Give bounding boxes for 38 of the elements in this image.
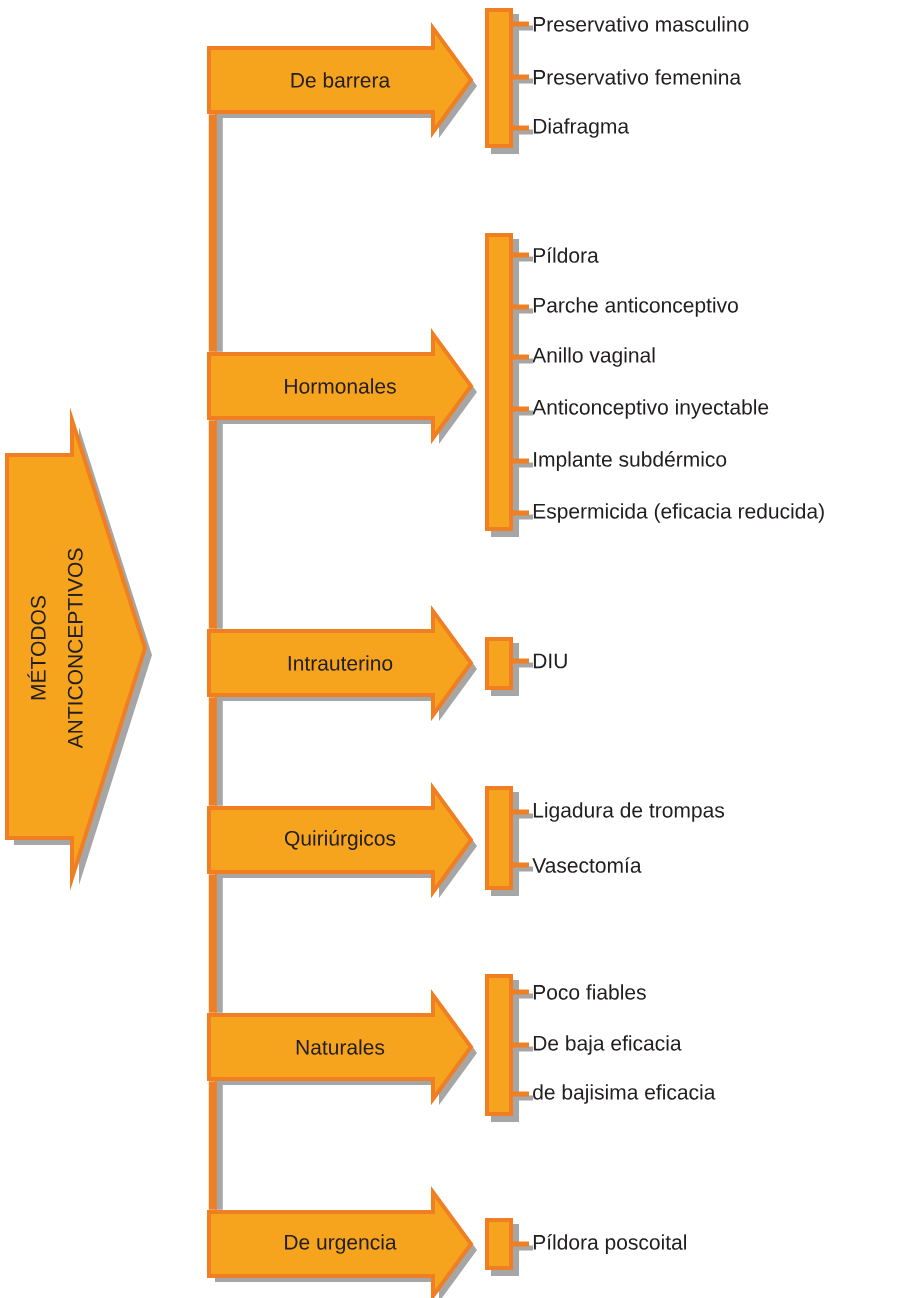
item-text: Vasectomía — [532, 857, 642, 873]
tick-line — [513, 74, 533, 84]
bracket-bar — [485, 637, 519, 696]
item-text: Poco fiables — [533, 984, 646, 1000]
tick-line — [513, 1042, 533, 1052]
item-text: DIU — [533, 653, 567, 669]
item-text: de bajisima eficacia — [533, 1084, 716, 1104]
tick-line — [513, 354, 533, 364]
bracket-bar — [485, 1218, 519, 1276]
tick-line — [513, 809, 533, 819]
item-text: De baja eficacia — [533, 1035, 682, 1055]
bracket-bar — [485, 974, 519, 1122]
tick-line — [513, 125, 533, 135]
item-text: Anillo vaginal — [532, 347, 655, 367]
item-text: Parche anticonceptivo — [533, 297, 738, 317]
tick-line — [513, 1241, 533, 1251]
bracket-bar — [485, 8, 519, 154]
item-text: Espermicida (eficacia reducida) — [533, 503, 824, 523]
item-text: Anticonceptivo inyectable — [532, 399, 769, 419]
tick-line — [513, 304, 533, 314]
tick-line — [513, 658, 533, 668]
item-text: Píldora — [533, 247, 599, 263]
item-text: Preservativo masculino — [533, 16, 749, 32]
bracket-bar — [485, 786, 519, 896]
item-text: Implante subdérmico — [534, 451, 727, 471]
tick-line — [513, 862, 533, 872]
tick-line — [513, 510, 533, 520]
item-text: Píldora poscoital — [533, 1234, 686, 1254]
tick-line — [513, 458, 533, 468]
tick-line — [513, 406, 533, 416]
tick-line — [513, 21, 533, 31]
tick-line — [513, 252, 533, 262]
item-text: Ligadura de trompas — [533, 802, 724, 822]
bracket-bar — [485, 233, 519, 537]
tick-line — [513, 989, 533, 999]
item-text: Preservativo femenina — [533, 69, 742, 85]
item-text: Diafragma — [533, 118, 630, 138]
tick-line — [513, 1091, 533, 1101]
